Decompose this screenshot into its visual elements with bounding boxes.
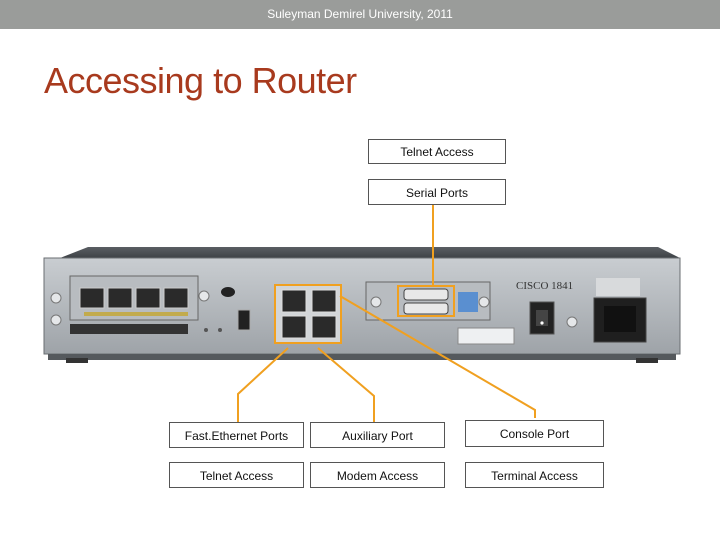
screw-icon bbox=[50, 292, 62, 304]
hwic-port-1 bbox=[79, 287, 105, 309]
hwic-leds bbox=[84, 312, 188, 316]
wic-led-block bbox=[458, 292, 478, 312]
screw-icon bbox=[50, 314, 62, 326]
label-telnet-access-bottom: Telnet Access bbox=[169, 462, 304, 488]
slide-title: Accessing to Router bbox=[44, 60, 357, 101]
hwic-port-4 bbox=[163, 287, 189, 309]
usb-port bbox=[237, 309, 251, 331]
console-port bbox=[281, 315, 307, 339]
screw-icon bbox=[370, 296, 382, 308]
label-auxiliary-port: Auxiliary Port bbox=[310, 422, 445, 448]
router-brand-text: CISCO 1841 bbox=[516, 280, 573, 292]
fastethernet-port-1 bbox=[311, 289, 337, 313]
router-foot-left bbox=[66, 358, 88, 363]
label-modem-access: Modem Access bbox=[310, 462, 445, 488]
power-inlet-socket bbox=[604, 306, 636, 332]
hwic-port-3 bbox=[135, 287, 161, 309]
serial-port-highlight bbox=[397, 285, 455, 317]
label-telnet-access-top: Telnet Access bbox=[368, 139, 506, 164]
led-icon bbox=[204, 328, 208, 332]
aux-port bbox=[311, 315, 337, 339]
hwic-latch bbox=[70, 324, 188, 334]
screw-icon bbox=[198, 290, 210, 302]
label-console-port: Console Port bbox=[465, 420, 604, 447]
serial-port-0 bbox=[403, 288, 449, 301]
label-terminal-access: Terminal Access bbox=[465, 462, 604, 488]
connector-lines bbox=[237, 205, 536, 422]
router-foot-right bbox=[636, 358, 658, 363]
header-bar: Suleyman Demirel University, 2011 bbox=[0, 0, 720, 29]
power-switch-rocker bbox=[536, 310, 548, 326]
fastethernet-port-0 bbox=[281, 289, 307, 313]
power-switch-indicator bbox=[540, 321, 544, 325]
serial-label-sticker bbox=[457, 327, 515, 345]
router-bottom-edge bbox=[48, 354, 676, 360]
hwic-port-2 bbox=[107, 287, 133, 309]
screw-icon bbox=[478, 296, 490, 308]
led-icon bbox=[218, 328, 222, 332]
header-text: Suleyman Demirel University, 2011 bbox=[267, 7, 453, 21]
router-top-lid bbox=[60, 247, 680, 258]
label-fastethernet-ports: Fast.Ethernet Ports bbox=[169, 422, 304, 448]
ground-screw-icon bbox=[566, 316, 578, 328]
cf-slot bbox=[221, 287, 235, 297]
serial-port-1 bbox=[403, 302, 449, 315]
power-rating-label bbox=[596, 278, 640, 296]
label-serial-ports: Serial Ports bbox=[368, 179, 506, 205]
